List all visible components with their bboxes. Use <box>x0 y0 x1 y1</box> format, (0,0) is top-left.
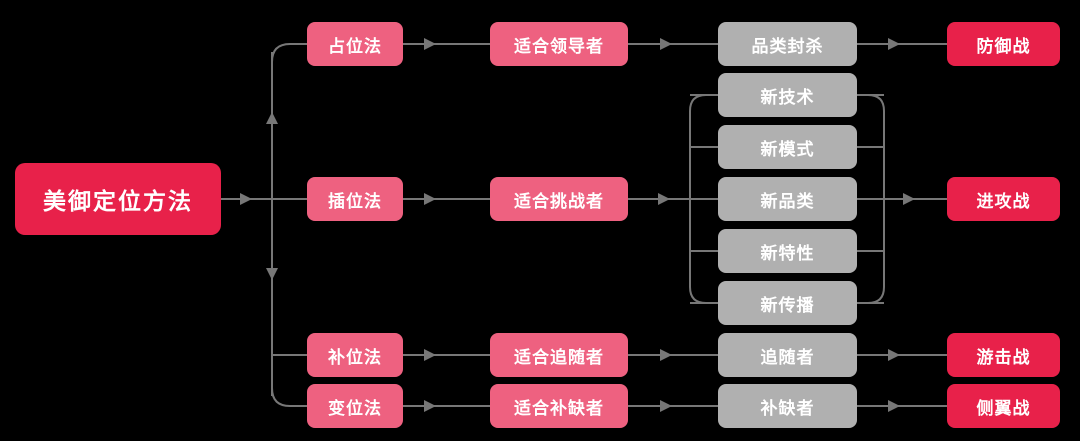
fit-node-label: 适合挑战者 <box>514 191 604 211</box>
bracket-left-spine <box>689 94 707 304</box>
arrow-fit1-tactic1 <box>660 38 672 50</box>
tactic-node-nicher[interactable]: 补缺者 <box>718 384 857 428</box>
arrow-trunk-down <box>266 268 278 280</box>
wire-trunk-to-method1 <box>271 43 307 63</box>
tactic-node-follower[interactable]: 追随者 <box>718 333 857 377</box>
tactic-node-label: 新传播 <box>760 295 815 315</box>
fit-node-label: 适合追随者 <box>514 347 604 367</box>
tactic-node-new-feature[interactable]: 新特性 <box>718 229 857 273</box>
result-node-offensive-war[interactable]: 进攻战 <box>947 177 1060 221</box>
result-node-label: 防御战 <box>976 36 1031 56</box>
tactic-node-label: 新模式 <box>760 139 815 159</box>
arrow-tactic3-result3 <box>888 349 900 361</box>
method-node-buweifa[interactable]: 补位法 <box>307 333 403 377</box>
result-node-defensive-war[interactable]: 防御战 <box>947 22 1060 66</box>
root-node-positioning-method[interactable]: 美御定位方法 <box>15 163 221 235</box>
tactic-node-label: 新技术 <box>760 87 815 107</box>
bracket-right-spine <box>867 94 885 304</box>
tactic-node-new-model[interactable]: 新模式 <box>718 125 857 169</box>
arrow-method3-fit3 <box>424 349 436 361</box>
result-node-label: 游击战 <box>976 347 1031 367</box>
result-node-label: 进攻战 <box>976 191 1031 211</box>
fit-node-challenger[interactable]: 适合挑战者 <box>490 177 628 221</box>
result-node-guerrilla-war[interactable]: 游击战 <box>947 333 1060 377</box>
result-node-label: 侧翼战 <box>976 398 1031 418</box>
arrow-tactic1-result1 <box>888 38 900 50</box>
root-node-label: 美御定位方法 <box>43 188 193 214</box>
method-node-label: 变位法 <box>328 398 382 418</box>
tactic-node-label: 新品类 <box>760 191 815 211</box>
fit-node-follower[interactable]: 适合追随者 <box>490 333 628 377</box>
method-node-label: 补位法 <box>328 347 382 367</box>
arrow-fit4-tactic4 <box>660 400 672 412</box>
arrow-bracket-result2 <box>903 193 915 205</box>
fit-node-label: 适合领导者 <box>514 36 604 56</box>
tactic-node-label: 补缺者 <box>760 398 815 418</box>
method-node-bianweifa[interactable]: 变位法 <box>307 384 403 428</box>
arrow-fit2-bracket <box>658 193 670 205</box>
arrow-root <box>240 193 252 205</box>
arrow-fit3-tactic3 <box>660 349 672 361</box>
tactic-node-new-communication[interactable]: 新传播 <box>718 281 857 325</box>
method-node-chaweifa[interactable]: 插位法 <box>307 177 403 221</box>
tactic-node-new-category[interactable]: 新品类 <box>718 177 857 221</box>
method-node-label: 占位法 <box>328 36 382 56</box>
tactic-node-label: 品类封杀 <box>751 36 824 56</box>
wire-trunk-to-method4 <box>271 387 307 407</box>
arrow-method2-fit2 <box>424 193 436 205</box>
fit-node-nicher[interactable]: 适合补缺者 <box>490 384 628 428</box>
method-node-label: 插位法 <box>328 191 382 211</box>
arrow-trunk-up <box>266 112 278 124</box>
arrow-method4-fit4 <box>424 400 436 412</box>
tactic-node-category-block[interactable]: 品类封杀 <box>718 22 857 66</box>
result-node-flanking-war[interactable]: 侧翼战 <box>947 384 1060 428</box>
fit-node-leader[interactable]: 适合领导者 <box>490 22 628 66</box>
tactic-node-new-technology[interactable]: 新技术 <box>718 73 857 117</box>
tactic-node-label: 新特性 <box>760 243 815 263</box>
method-node-zhanweifa[interactable]: 占位法 <box>307 22 403 66</box>
arrow-tactic4-result4 <box>888 400 900 412</box>
tactic-node-label: 追随者 <box>760 347 815 367</box>
arrow-method1-fit1 <box>424 38 436 50</box>
fit-node-label: 适合补缺者 <box>514 398 604 418</box>
